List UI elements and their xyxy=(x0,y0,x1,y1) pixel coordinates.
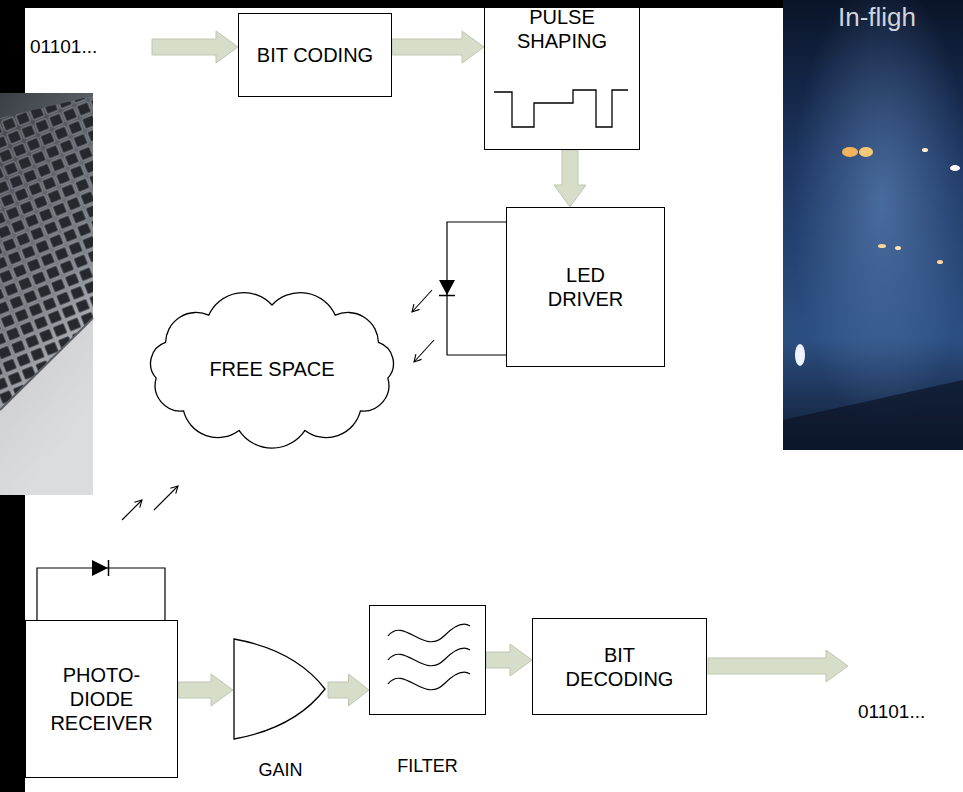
process-box: LED DRIVER xyxy=(506,207,665,367)
cabin-light xyxy=(937,260,943,264)
cabin-photo-base xyxy=(783,0,963,450)
node-label: PULSE SHAPING xyxy=(492,5,632,53)
pulse-waveform xyxy=(494,90,628,127)
cabin-photo xyxy=(783,0,963,450)
node-label: FREE SPACE xyxy=(209,357,334,381)
block-arrow xyxy=(392,31,484,63)
led-diode xyxy=(439,280,455,295)
amplifier-symbol: GAIN xyxy=(233,638,328,784)
light-ray-head xyxy=(134,500,142,508)
block-arrow-shape xyxy=(392,31,484,63)
led-symbol xyxy=(439,222,506,355)
light-rays xyxy=(122,486,178,520)
node-label: FILTER xyxy=(397,756,458,778)
node-label: BIT CODING xyxy=(257,43,373,67)
light-ray xyxy=(412,290,432,312)
filter-outline xyxy=(369,605,486,715)
filter-wave xyxy=(388,648,470,666)
photodiode-diode xyxy=(92,560,108,576)
block-arrow xyxy=(178,674,233,706)
block-arrow-shape xyxy=(328,674,369,706)
led-wire xyxy=(447,222,506,355)
process-box: BIT DECODING xyxy=(532,618,707,715)
bit-stream-label: 01101... xyxy=(858,701,925,724)
block-arrow xyxy=(328,674,369,706)
block-arrow xyxy=(554,150,586,207)
amplifier-outline xyxy=(233,638,328,740)
process-box: PULSE SHAPING xyxy=(484,0,640,150)
filter-outline-rect xyxy=(370,606,486,715)
cabin-light xyxy=(859,147,873,157)
photodiode-symbol xyxy=(37,560,165,621)
light-ray-head xyxy=(170,486,178,494)
light-ray-head xyxy=(414,354,422,362)
laptop-edge xyxy=(0,318,93,410)
cabin-window-glare xyxy=(795,344,805,366)
laptop-photo-base xyxy=(0,93,93,495)
block-arrow-shape xyxy=(178,674,233,706)
amplifier-outline-path xyxy=(234,639,325,739)
filter-symbol xyxy=(388,624,470,690)
block-arrow-shape xyxy=(554,150,586,207)
output-arrow xyxy=(708,650,848,682)
node-label: LED DRIVER xyxy=(543,263,628,311)
process-box: BIT CODING xyxy=(238,13,392,97)
slide-title-fragment: In-fligh xyxy=(838,2,916,33)
cloud-outline-path xyxy=(151,293,394,448)
cabin-floor xyxy=(783,380,963,450)
node-label: PHOTO-DIODE RECEIVER xyxy=(46,663,158,735)
light-ray xyxy=(414,340,434,362)
laptop-palm-rest xyxy=(0,318,93,495)
photodiode-wire xyxy=(37,568,165,621)
cabin-light xyxy=(922,148,928,152)
filter-wave xyxy=(388,672,470,690)
laptop-photo xyxy=(0,93,93,495)
block-arrow xyxy=(486,644,532,676)
cabin-light xyxy=(842,147,858,157)
node-label: BIT DECODING xyxy=(561,643,679,691)
light-ray xyxy=(122,500,142,520)
filter-wave xyxy=(388,624,470,642)
cabin-glow xyxy=(783,0,963,450)
cabin-light xyxy=(950,165,960,171)
light-rays xyxy=(412,290,434,362)
photodiode-diode-bar xyxy=(108,560,110,576)
bit-stream-label: 01101... xyxy=(30,36,97,59)
light-ray-head xyxy=(412,304,420,312)
block-arrow-shape xyxy=(486,644,532,676)
cabin-light xyxy=(878,244,886,248)
process-box: PHOTO-DIODE RECEIVER xyxy=(25,620,178,778)
input-arrow xyxy=(152,31,238,63)
led-diode-bar xyxy=(439,295,455,297)
node-label: GAIN xyxy=(258,760,302,782)
channel-cloud: FREE SPACE xyxy=(138,288,406,450)
light-ray xyxy=(154,486,178,510)
cabin-light xyxy=(895,246,901,250)
filter-block: FILTER xyxy=(369,605,486,780)
